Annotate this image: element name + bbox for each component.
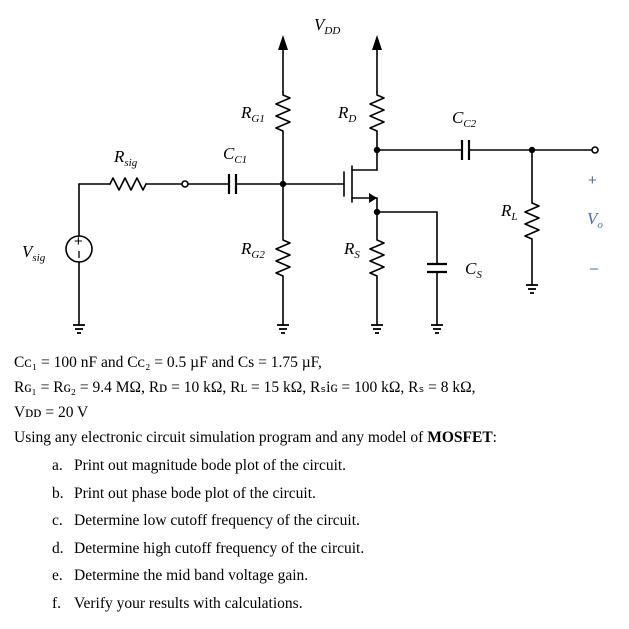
ground-rg2 <box>277 324 289 334</box>
task-list: a.Print out magnitude bode plot of the c… <box>14 452 624 617</box>
vsig-source <box>65 235 93 263</box>
rg2-resistor <box>275 183 291 326</box>
vdd-arrow-right <box>372 35 382 50</box>
capacitor-values: Cᴄ₁ = 100 nF and Cᴄ₂ = 0.5 µF and Cs = 1… <box>14 354 322 371</box>
rg1-resistor <box>275 91 291 185</box>
cc2-label: CC2 <box>452 108 477 130</box>
cc1-label: CC1 <box>223 144 247 166</box>
ground-rs <box>371 324 383 334</box>
vo-minus-sign: – <box>590 260 599 277</box>
vdd-arrow-left <box>278 35 288 50</box>
circuit-diagram: + VDD RG1 RD CC2 Rsig CC1 RL Vsig RG2 RS… <box>22 15 603 334</box>
rs-resistor <box>369 211 385 326</box>
rsig-resistor <box>109 177 147 191</box>
rd-resistor <box>369 91 385 151</box>
vsig-label: Vsig <box>22 242 46 264</box>
vo-plus-sign: + <box>588 172 597 189</box>
ground-rl <box>526 284 538 294</box>
mosfet-bold: MOSFET <box>427 429 493 446</box>
drain-node <box>373 146 381 154</box>
rl-label: RL <box>500 201 518 223</box>
gate-node <box>279 180 287 188</box>
task-f: f.Verify your results with calculations. <box>52 594 303 612</box>
rsig-label: Rsig <box>113 147 138 169</box>
resistor-values: Rɢ₁ = Rɢ₂ = 9.4 MΩ, Rᴅ = 10 kΩ, Rʟ = 15 … <box>14 379 476 396</box>
cs-label: CS <box>465 259 482 281</box>
ground-vsig <box>73 324 85 334</box>
rg2-label: RG2 <box>240 239 265 261</box>
rs-label: RS <box>343 239 360 261</box>
task-e: e.Determine the mid band voltage gain. <box>52 567 309 584</box>
vdd-label: VDD <box>314 15 340 37</box>
task-d: d.Determine high cutoff frequency of the… <box>52 539 365 557</box>
task-b: b.Print out phase bode plot of the circu… <box>52 484 316 502</box>
output-terminal <box>591 146 599 154</box>
vsig-plus-sign: + <box>74 233 83 250</box>
rd-label: RD <box>337 103 356 125</box>
output-node <box>528 146 536 154</box>
instructions-intro: Using any electronic circuit simulation … <box>14 429 497 446</box>
task-c: c.Determine low cutoff frequency of the … <box>52 512 360 529</box>
input-terminal <box>181 180 189 188</box>
ground-cs <box>431 324 443 334</box>
task-a: a.Print out magnitude bode plot of the c… <box>52 457 347 474</box>
rl-resistor <box>524 149 540 286</box>
mosfet-source-arrow <box>369 193 377 203</box>
source-node <box>373 208 381 216</box>
vo-label: Vo <box>587 209 603 231</box>
problem-statement: Cᴄ₁ = 100 nF and Cᴄ₂ = 0.5 µF and Cs = 1… <box>14 350 624 617</box>
rg1-label: RG1 <box>240 103 265 125</box>
supply-voltage: Vᴅᴅ = 20 V <box>14 404 89 421</box>
